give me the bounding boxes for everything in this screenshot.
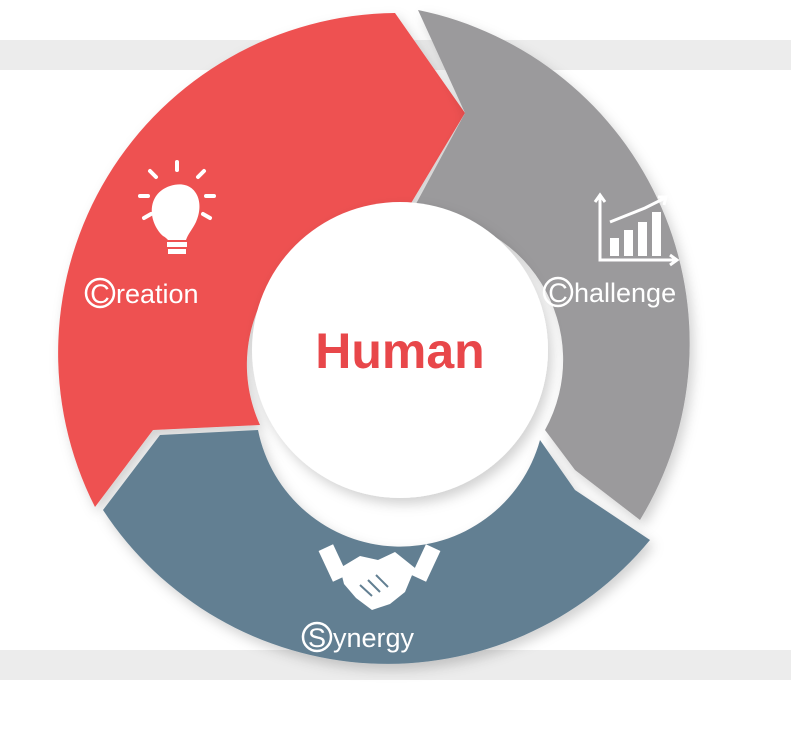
center-label: Human [315,323,484,379]
label-challenge-rest: hallenge [574,278,676,308]
segment-creation [58,13,466,507]
label-creation: C reation [84,277,199,309]
label-synergy-initial: S [308,623,326,653]
label-synergy: S ynergy [301,621,415,653]
segment-synergy [103,430,650,664]
segment-challenge [410,10,690,520]
handshake-icon [318,544,441,610]
label-creation-rest: reation [116,279,199,309]
lightbulb-icon [138,160,216,254]
label-challenge-initial: C [548,278,568,308]
label-creation-initial: C [90,279,110,309]
bar-chart-growth-icon [593,192,680,267]
handshake-fingers [359,574,389,597]
label-challenge: C hallenge [542,276,676,308]
label-synergy-rest: ynergy [333,623,415,653]
center-circle [252,202,548,498]
